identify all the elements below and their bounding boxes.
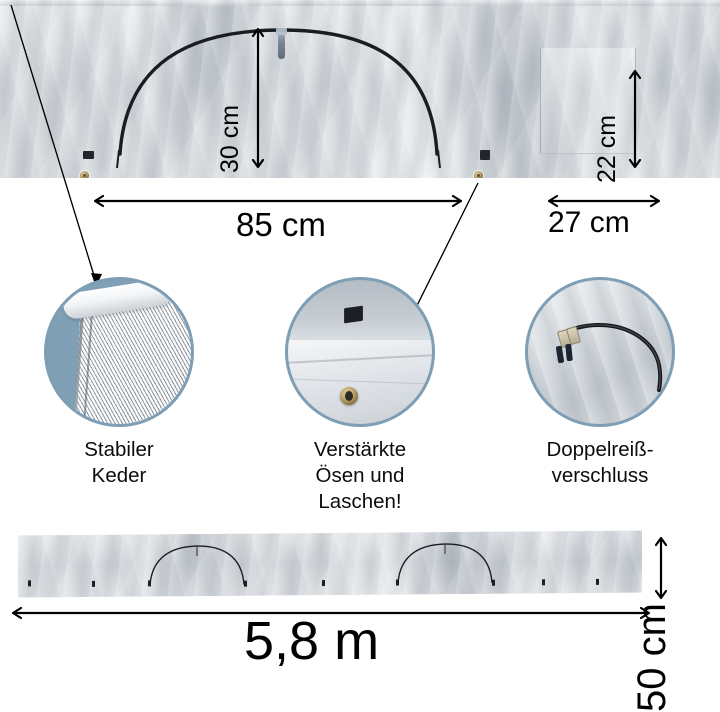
fabric-tab (244, 580, 247, 587)
fabric-tab (92, 580, 95, 587)
bubble-background-bottom (288, 340, 432, 424)
grommet-icon (474, 171, 483, 178)
feature-oesen-image (285, 277, 435, 427)
fabric-tab (480, 150, 490, 160)
pocket-height-label: 22 cm (593, 114, 621, 183)
grommet-icon (80, 171, 89, 178)
feature-keder[interactable]: Stabiler Keder (44, 277, 194, 489)
zipper-pull-icon (276, 28, 287, 59)
total-length-label: 5,8 m (244, 611, 380, 671)
fabric-tab (492, 579, 495, 586)
pocket-height-dimension-line (628, 69, 642, 169)
fabric-tab (542, 579, 545, 586)
eyelet-spacing-label: 85 cm (236, 206, 326, 243)
total-height-label: 50 cm (630, 603, 674, 712)
fabric-tab (148, 580, 151, 587)
fabric-tab (396, 579, 399, 586)
edge-distance-label: 27 cm (548, 206, 630, 239)
arch-zipper-curve-small (149, 543, 493, 586)
bubble-background (528, 280, 672, 424)
fabric-tab (322, 580, 325, 587)
double-zipper-icon (558, 323, 663, 392)
edge-distance-dimension-line (547, 194, 661, 208)
fabric-tab-icon (344, 305, 363, 324)
feature-zipper-label: Doppelreiß- verschluss (546, 438, 654, 488)
fabric-tab (28, 580, 31, 587)
total-length-dimension-line (11, 606, 651, 620)
fabric-wrinkle-texture (18, 530, 642, 598)
side-panel-full-photo (18, 530, 642, 598)
feature-keder-label: Stabiler Keder (84, 438, 154, 488)
feature-oesen-label: Verstärkte Ösen und Laschen! (313, 438, 407, 514)
feature-zipper[interactable]: Doppelreiß- verschluss (525, 277, 675, 489)
feature-oesen[interactable]: Verstärkte Ösen und Laschen! (285, 277, 435, 516)
feature-keder-image (44, 277, 194, 427)
total-height-dimension-line (654, 536, 668, 600)
grommet-icon (340, 387, 358, 405)
arch-height-dimension-line (251, 27, 265, 169)
fabric-tab (83, 151, 94, 159)
fabric-tab (596, 578, 599, 585)
photo-top-edge (0, 0, 720, 6)
arch-height-label: 30 cm (216, 104, 244, 173)
feature-zipper-image (525, 277, 675, 427)
pocket-patch (540, 48, 636, 154)
